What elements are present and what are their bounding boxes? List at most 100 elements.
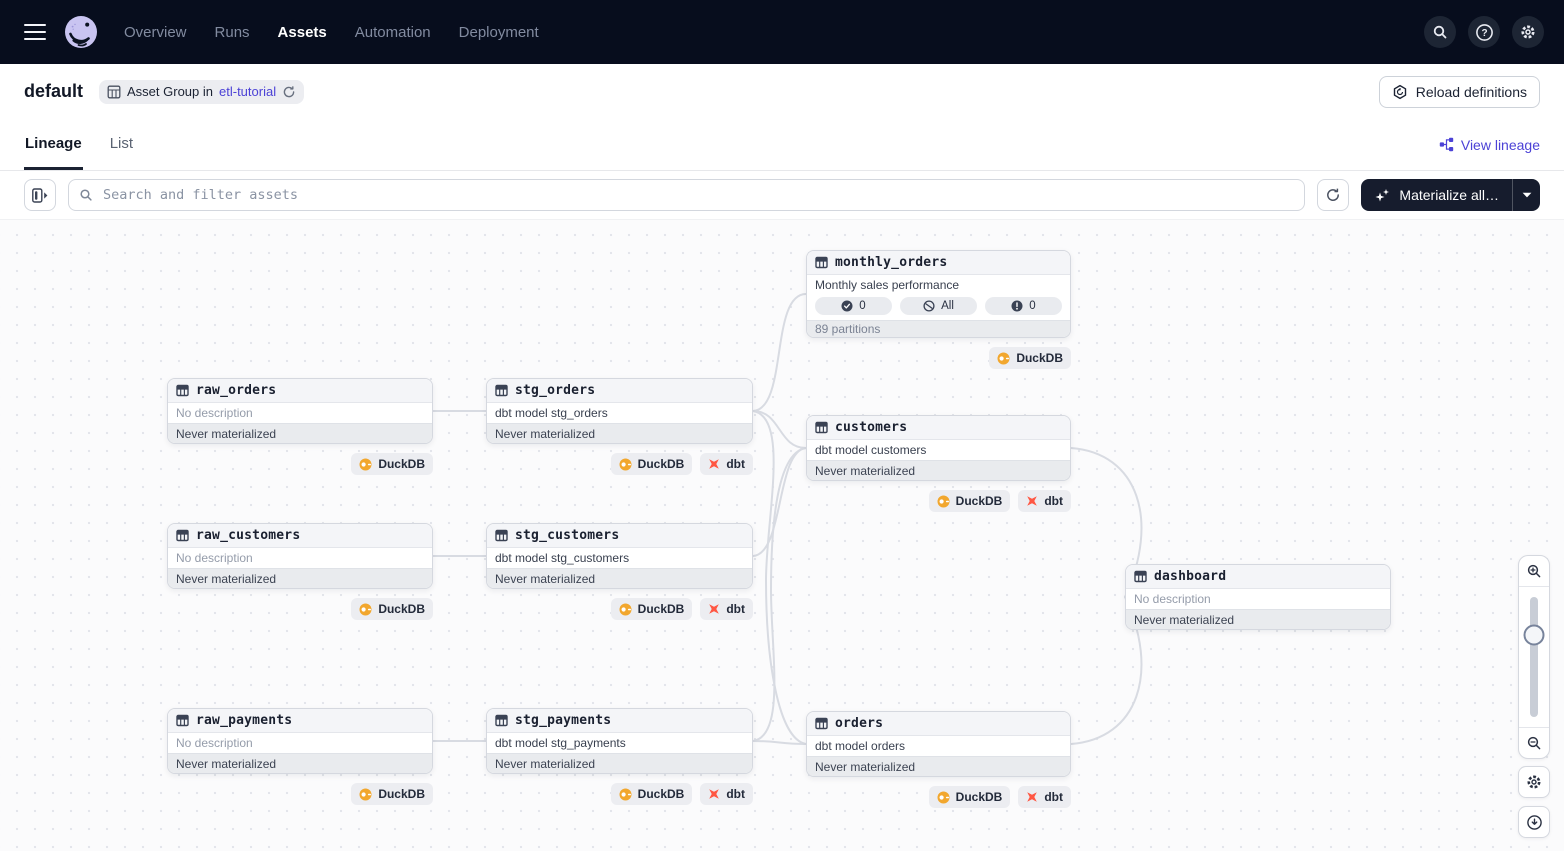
dbt-tag[interactable]: dbt	[700, 598, 753, 620]
nav-assets[interactable]: Assets	[277, 23, 327, 41]
nav-overview[interactable]: Overview	[124, 23, 187, 41]
duckdb-icon	[619, 788, 632, 801]
dbt-tag[interactable]: dbt	[1018, 786, 1071, 808]
dbt-icon	[708, 788, 720, 800]
partition-badge-check-circle[interactable]: 0	[815, 297, 892, 315]
asset-status: Never materialized	[807, 756, 1070, 776]
asset-table-icon	[815, 717, 828, 730]
asset-node-header: raw_orders	[168, 379, 432, 403]
tag-label: DuckDB	[637, 602, 685, 616]
asset-table-icon	[815, 256, 828, 269]
tag-label: dbt	[1044, 790, 1063, 804]
asset-title: customers	[835, 420, 908, 435]
search-input[interactable]	[101, 186, 1295, 204]
dbt-tag[interactable]: dbt	[700, 453, 753, 475]
duckdb-tag[interactable]: DuckDB	[351, 598, 433, 620]
asset-table-icon	[176, 529, 189, 542]
asset-node-header: raw_customers	[168, 524, 432, 548]
asset-tag-row: DuckDB dbt	[806, 786, 1071, 808]
help-icon[interactable]: ?	[1468, 16, 1500, 48]
materialize-all-button[interactable]: Materialize all…	[1361, 179, 1512, 211]
asset-description: No description	[168, 548, 432, 568]
materialize-dropdown-button[interactable]	[1513, 179, 1540, 211]
page-title: default	[24, 81, 84, 101]
asset-status: Never materialized	[168, 753, 432, 773]
svg-text:?: ?	[1481, 27, 1487, 38]
alert-circle-icon	[1011, 300, 1023, 312]
reload-definitions-button[interactable]: Reload definitions	[1378, 75, 1540, 108]
duckdb-tag[interactable]: DuckDB	[351, 453, 433, 475]
tag-label: dbt	[1044, 494, 1063, 508]
asset-group-badge: Asset Group in etl-tutorial	[99, 79, 305, 104]
nav-runs[interactable]: Runs	[214, 23, 250, 41]
nav-automation[interactable]: Automation	[354, 23, 431, 41]
graph-settings-button[interactable]	[1518, 766, 1550, 798]
tab-lineage[interactable]: Lineage	[24, 119, 83, 170]
duckdb-tag[interactable]: DuckDB	[928, 490, 1011, 512]
asset-table-icon	[1134, 570, 1147, 583]
duckdb-tag[interactable]: DuckDB	[610, 783, 693, 805]
duckdb-tag[interactable]: DuckDB	[610, 598, 693, 620]
duckdb-icon	[359, 603, 372, 616]
asset-tag-row: DuckDB dbt	[486, 783, 753, 805]
tab-list[interactable]: List	[109, 134, 134, 152]
edge-stg_payments-to-customers	[752, 447, 807, 742]
hamburger-menu-icon[interactable]	[24, 24, 46, 40]
asset-status: Never materialized	[1126, 609, 1390, 629]
zoom-out-button[interactable]	[1519, 728, 1549, 758]
search-input-icon	[79, 188, 93, 202]
asset-node-header: stg_orders	[487, 379, 752, 403]
partition-badge-alert-circle[interactable]: 0	[985, 297, 1062, 315]
duckdb-icon	[359, 788, 372, 801]
sync-icon	[282, 85, 296, 99]
tag-label: DuckDB	[637, 457, 685, 471]
duckdb-tag[interactable]: DuckDB	[928, 786, 1011, 808]
asset-node-header: customers	[807, 416, 1070, 440]
graph-toolbar: Materialize all…	[0, 171, 1564, 220]
zoom-in-button[interactable]	[1519, 556, 1549, 586]
zoom-panel	[1518, 555, 1550, 759]
tag-label: DuckDB	[378, 602, 425, 616]
tag-label: DuckDB	[955, 790, 1003, 804]
asset-tag-row: DuckDB dbt	[486, 598, 753, 620]
duckdb-tag[interactable]: DuckDB	[610, 453, 693, 475]
gear-icon[interactable]	[1512, 16, 1544, 48]
dagster-logo[interactable]	[64, 15, 98, 49]
view-lineage-link[interactable]: View lineage	[1439, 119, 1540, 170]
code-location-link[interactable]: etl-tutorial	[219, 84, 277, 99]
asset-tag-row: DuckDB	[167, 453, 433, 475]
asset-table-icon	[495, 384, 508, 397]
dbt-tag[interactable]: dbt	[700, 783, 753, 805]
asset-status: Never materialized	[807, 460, 1070, 480]
expand-panel-button[interactable]	[24, 179, 56, 211]
duckdb-tag[interactable]: DuckDB	[989, 347, 1071, 369]
duckdb-tag[interactable]: DuckDB	[351, 783, 433, 805]
asset-table-icon	[176, 384, 189, 397]
search-icon[interactable]	[1424, 16, 1456, 48]
partition-badge-slash-circle[interactable]: All	[900, 297, 977, 315]
refresh-button[interactable]	[1317, 179, 1350, 211]
asset-tag-row: DuckDB	[167, 598, 433, 620]
nav-deployment[interactable]: Deployment	[458, 23, 539, 41]
tag-label: DuckDB	[1016, 351, 1063, 365]
reload-icon	[1392, 84, 1408, 100]
zoom-slider-track[interactable]	[1530, 597, 1538, 717]
recenter-button[interactable]	[1518, 806, 1550, 838]
zoom-slider-handle[interactable]	[1523, 624, 1545, 646]
duckdb-icon	[937, 495, 950, 508]
asset-node-header: stg_payments	[487, 709, 752, 733]
dbt-tag[interactable]: dbt	[1018, 490, 1071, 512]
asset-tag-row: DuckDB	[167, 783, 433, 805]
tag-label: dbt	[726, 457, 745, 471]
